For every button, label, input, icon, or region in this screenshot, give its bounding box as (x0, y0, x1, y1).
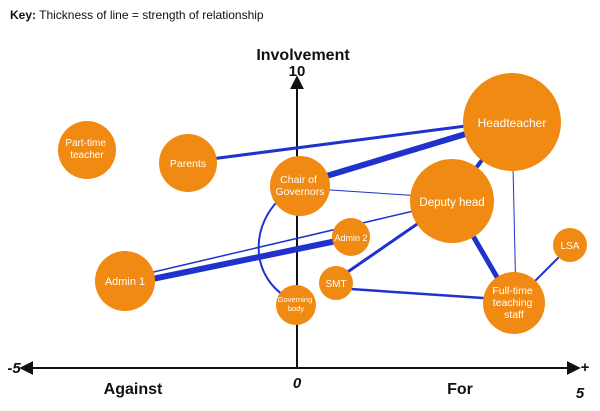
node-parents: Parents (159, 134, 217, 192)
link-smt-fulltime (334, 286, 514, 302)
node-label: Part-time teacher (65, 138, 108, 161)
node-admin-2: Admin 2 (332, 218, 370, 256)
key-label: Key: (10, 8, 37, 22)
node-label: Deputy head (419, 197, 484, 209)
y-axis-title: Involvement (256, 47, 350, 64)
node-governing-body: Governing body (276, 285, 316, 325)
x-axis-max-label: 5 (576, 385, 585, 402)
node-full-time-teaching-staff: Full-time teaching staff (483, 272, 545, 334)
node-label: Admin 2 (334, 233, 367, 243)
node-label-line: Full-time (492, 285, 532, 297)
node-label: Admin 1 (105, 276, 145, 288)
node-smt: SMT (319, 266, 353, 300)
node-label-line: teaching (493, 297, 533, 309)
node-chair-of-governors: Chair of Governors (270, 156, 330, 216)
node-lsa: LSA (553, 228, 587, 262)
node-label: SMT (325, 279, 346, 290)
key-text: Thickness of line = strength of relation… (39, 8, 264, 22)
origin-label: 0 (293, 375, 302, 392)
node-label-line: Governing (278, 295, 313, 304)
node-label: Governing body (278, 295, 315, 313)
x-axis-plus-sign: + (581, 359, 590, 376)
node-deputy-head: Deputy head (410, 159, 494, 243)
stakeholder-nodes: Headteacher Part-time teacher Parents Ch… (58, 73, 587, 334)
node-headteacher: Headteacher (463, 73, 561, 171)
node-part-time-teacher: Part-time teacher (58, 121, 116, 179)
node-label: Full-time teaching staff (492, 285, 535, 321)
link-admin1-deputy (127, 201, 453, 279)
node-label-line: Governors (275, 186, 324, 198)
against-label: Against (104, 381, 163, 398)
node-label: Parents (170, 158, 206, 170)
node-label-line: staff (504, 309, 524, 321)
key-legend: Key: Thickness of line = strength of rel… (10, 8, 264, 22)
node-label-line: Chair of (280, 174, 317, 186)
node-label: LSA (561, 241, 580, 252)
y-axis-max-label: 10 (289, 63, 306, 80)
node-admin-1: Admin 1 (95, 251, 155, 311)
for-label: For (447, 381, 473, 398)
node-label: Chair of Governors (275, 174, 324, 198)
node-label: Headteacher (478, 116, 547, 130)
link-admin1-admin2 (125, 235, 354, 287)
node-label-line: Part-time (65, 138, 106, 149)
node-label-line: teacher (70, 150, 104, 161)
node-label-line: body (288, 304, 305, 313)
link-parents-headteacher (186, 118, 514, 164)
x-axis-min-label: -5 (7, 360, 21, 377)
